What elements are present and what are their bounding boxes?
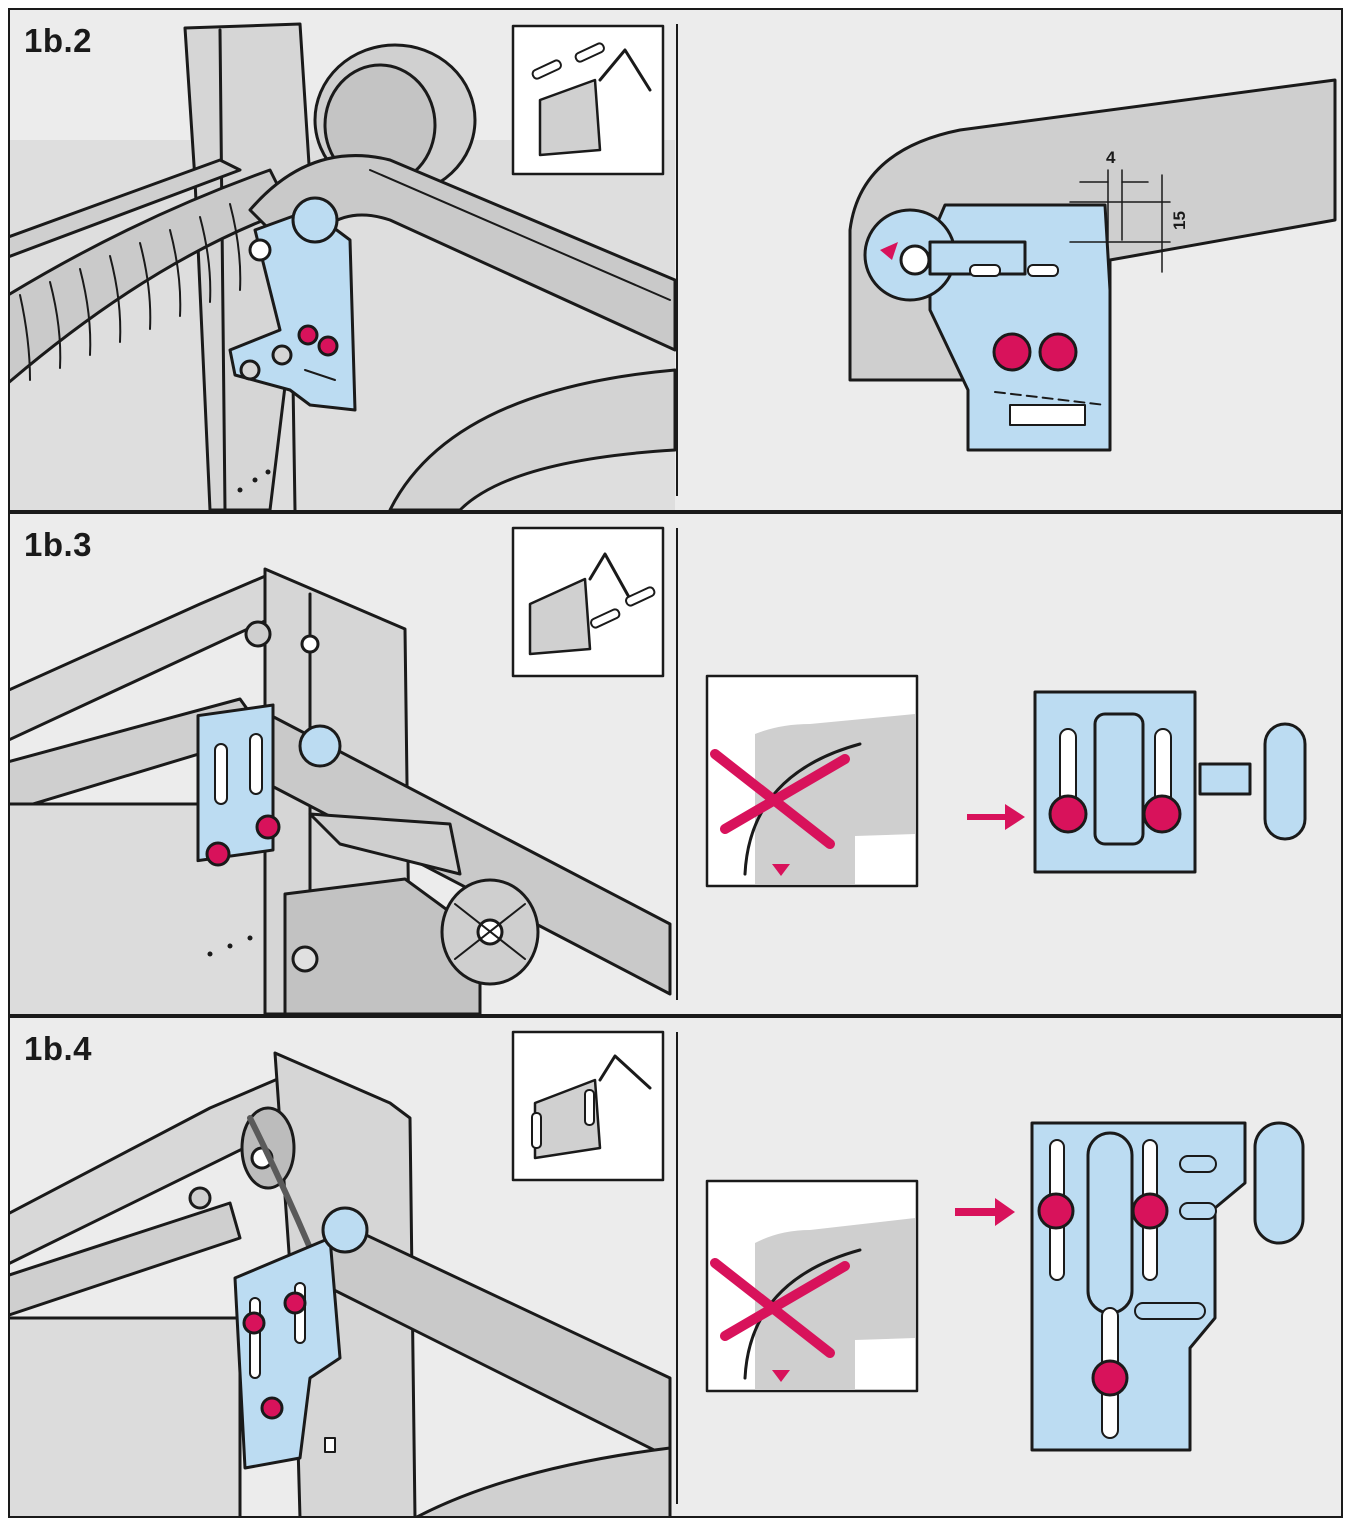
dimension-horizontal: 4	[1106, 148, 1116, 167]
panel-divider	[676, 528, 678, 1000]
step-panel-1b3: 1b.3	[8, 512, 1343, 1016]
step-illustration: 4 15	[10, 22, 1337, 510]
screw-icon	[1048, 794, 1088, 834]
screw-icon	[992, 332, 1032, 372]
screw-icon	[297, 324, 319, 346]
dimension-vertical: 15	[1170, 211, 1189, 230]
roller-bracket	[228, 196, 357, 412]
screw-icon	[1131, 1192, 1169, 1230]
door-spring-front-icon	[511, 24, 665, 176]
step-label: 1b.4	[24, 1030, 93, 1067]
dimension-lines	[1069, 169, 1171, 273]
bracket-detail	[1033, 690, 1307, 874]
direction-arrow-icon	[772, 1370, 790, 1382]
step-label: 1b.3	[24, 526, 93, 563]
screw-icon	[260, 1396, 284, 1420]
panel-divider	[676, 1032, 678, 1504]
screw-icon	[242, 1311, 266, 1335]
step-panel-1b2: 1b.2	[8, 8, 1343, 512]
step-illustration	[10, 1030, 1305, 1516]
direction-arrow-icon	[955, 1198, 1015, 1226]
panel-divider	[676, 24, 678, 496]
direction-arrow-icon	[772, 864, 790, 876]
screw-icon	[1038, 332, 1078, 372]
roller-bracket	[196, 703, 342, 867]
screw-icon	[255, 814, 281, 840]
step-illustration	[10, 526, 1307, 1014]
wrong-cross-icon	[720, 1261, 850, 1341]
screw-icon	[283, 1291, 307, 1315]
screw-icon	[1037, 1192, 1075, 1230]
bracket-detail	[1030, 1121, 1305, 1452]
door-spring-rear-icon	[511, 526, 665, 678]
wrong-cross-icon	[720, 754, 850, 834]
door-spring-side-icon	[511, 1030, 665, 1182]
screw-icon	[205, 841, 231, 867]
direction-arrow-icon	[967, 804, 1025, 830]
screw-icon	[1091, 1359, 1129, 1397]
bracket-detail	[863, 203, 1112, 452]
incorrect-example	[705, 674, 919, 888]
screw-icon	[1142, 794, 1182, 834]
step-label: 1b.2	[24, 22, 93, 59]
screw-icon	[317, 335, 339, 357]
direction-arrow-icon	[880, 242, 898, 260]
incorrect-example	[705, 1179, 919, 1393]
step-panel-1b4: 1b.4	[8, 1016, 1343, 1518]
roller-bracket	[233, 1206, 369, 1470]
